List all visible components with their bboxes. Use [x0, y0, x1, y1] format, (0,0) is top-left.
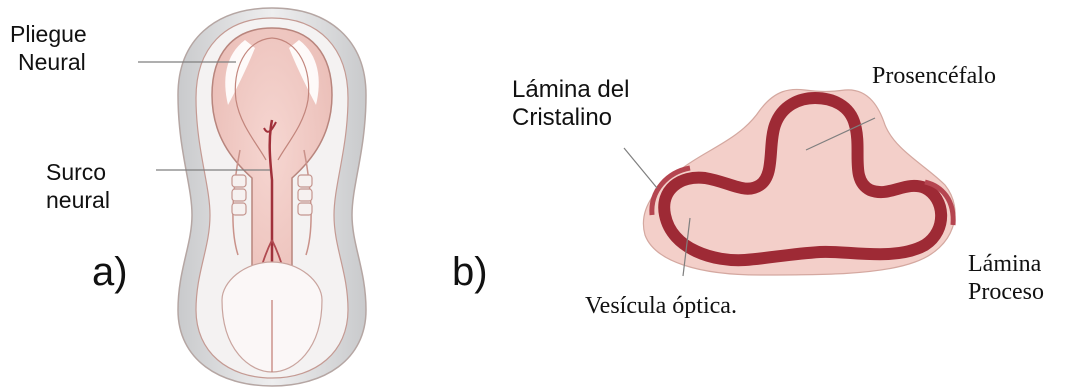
label-surco-neural: Surco neural	[46, 158, 110, 214]
label-pliegue-neural: Pliegue Neural	[10, 20, 87, 76]
label-vesicula-optica: Vesícula óptica.	[585, 292, 737, 320]
leader-line-cristalino	[624, 148, 657, 188]
label-surco-line1: Surco	[46, 158, 110, 186]
label-proceso-line2: Proceso	[968, 278, 1044, 306]
label-lamina-cristalino: Lámina del Cristalino	[512, 76, 629, 132]
panel-a-letter: a)	[92, 250, 128, 295]
label-surco-line2: neural	[46, 186, 110, 214]
somites-right	[298, 175, 312, 215]
label-cristalino-line1: Lámina del	[512, 76, 629, 104]
panel-b-letter: b)	[452, 250, 488, 295]
embryo-dorsal-view	[138, 8, 366, 386]
optic-cross-section	[624, 89, 955, 276]
label-lamina-proceso: Lámina Proceso	[968, 250, 1044, 306]
somites-left	[232, 175, 246, 215]
label-pliegue-line2: Neural	[10, 48, 87, 76]
label-prosencefalo: Prosencéfalo	[872, 62, 996, 90]
label-pliegue-line1: Pliegue	[10, 20, 87, 48]
label-cristalino-line2: Cristalino	[512, 104, 629, 132]
label-proceso-line1: Lámina	[968, 250, 1044, 278]
